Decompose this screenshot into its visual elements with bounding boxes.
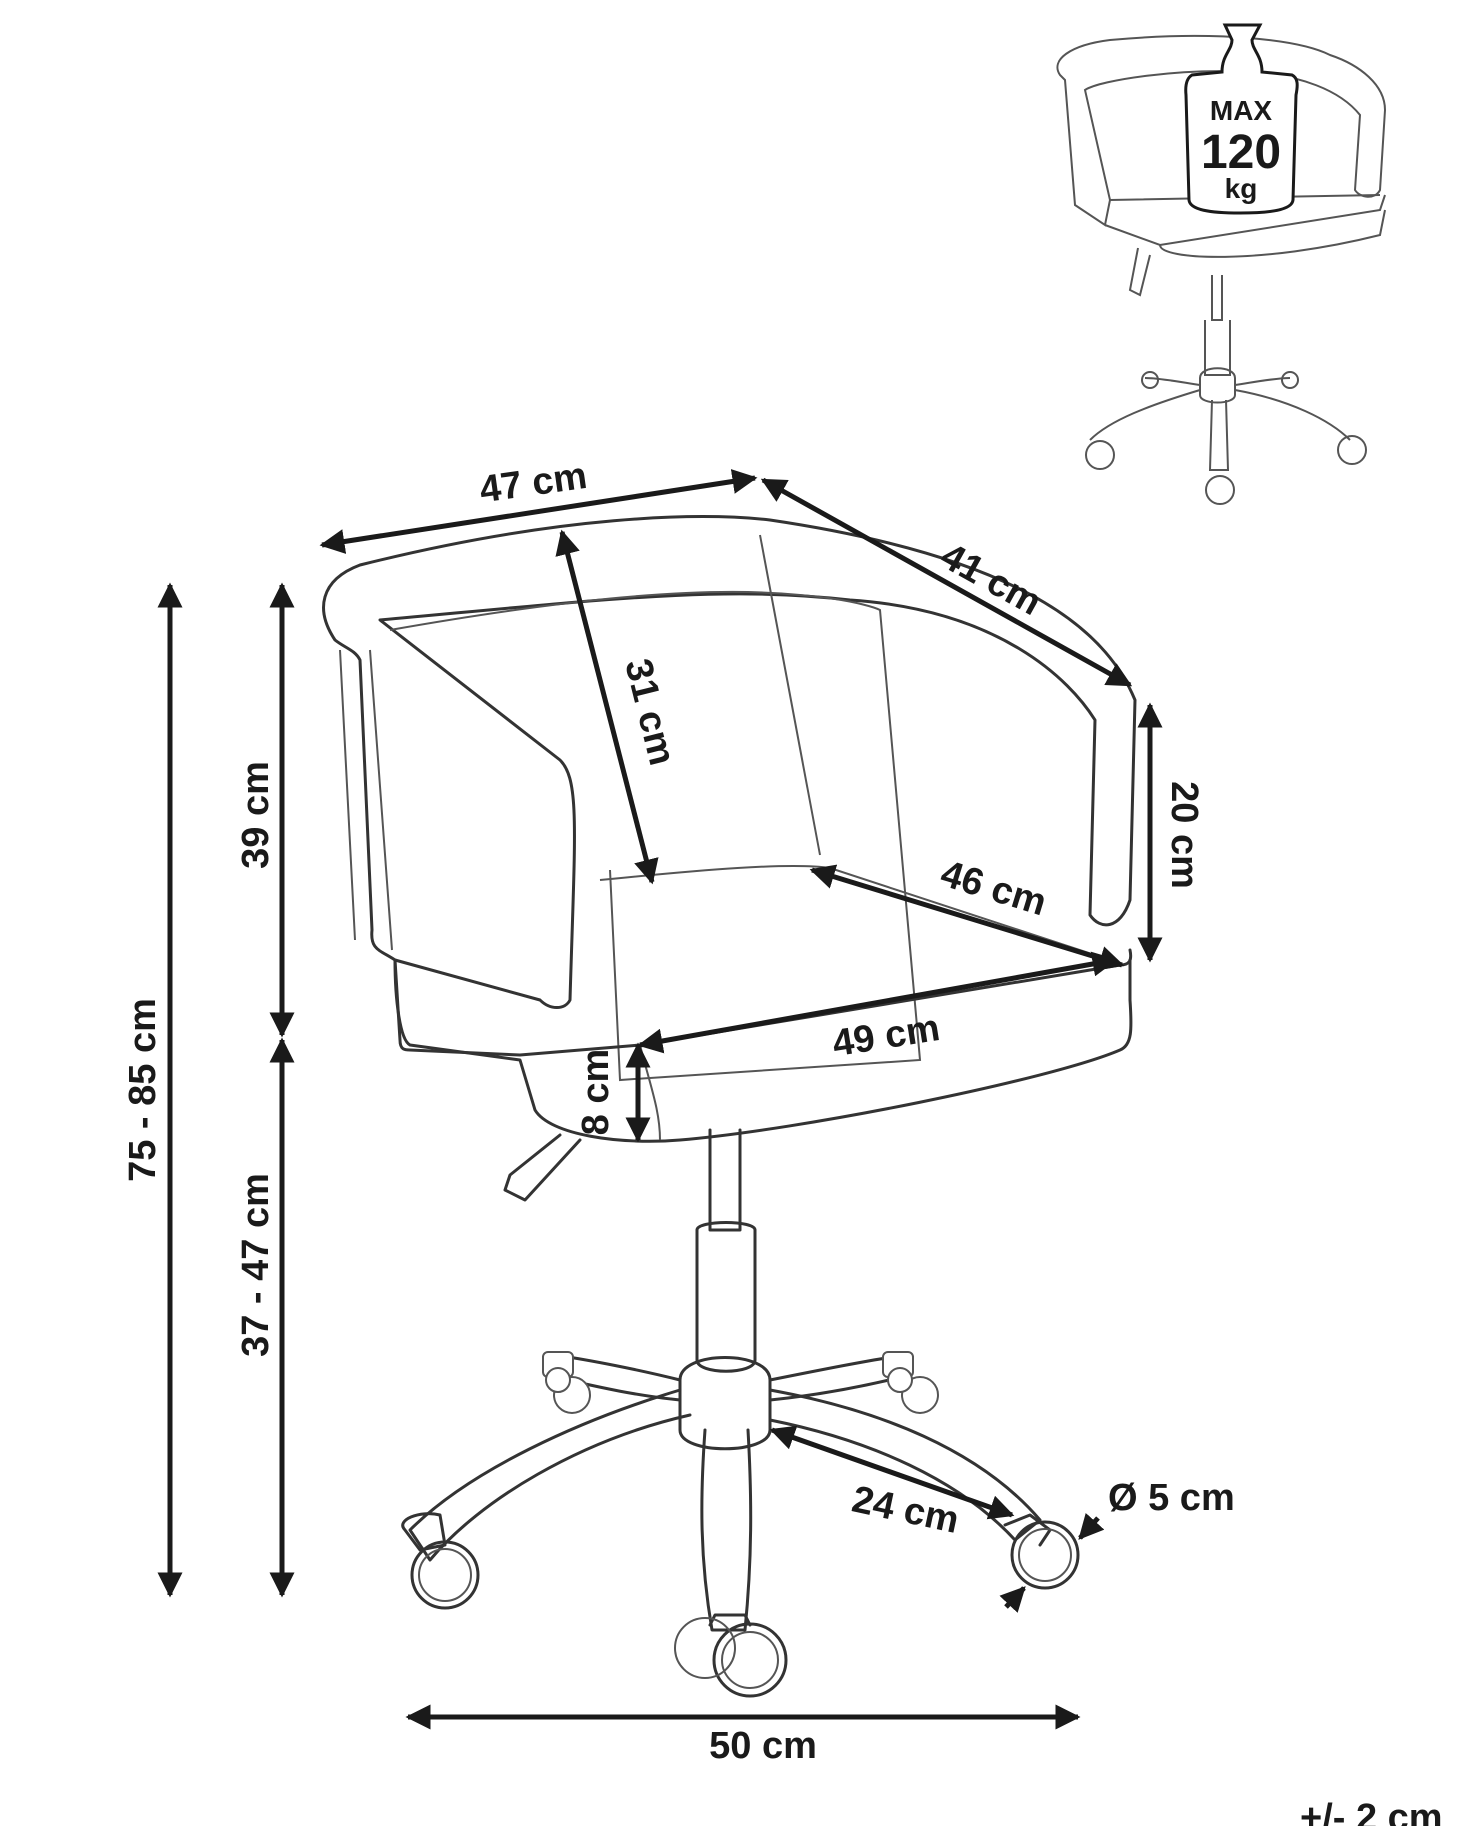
dim-line-seat-width xyxy=(637,951,1118,1054)
tolerance-note: +/- 2 cm xyxy=(1300,1797,1443,1826)
dim-label-total-height: 75 - 85 cm xyxy=(122,998,164,1182)
column-sleeve xyxy=(695,1221,757,1373)
chair-drawing xyxy=(322,515,1137,1698)
weight-value: 120 xyxy=(1201,126,1281,179)
dim-label-seat-height: 37 - 47 cm xyxy=(235,1173,277,1357)
dim-label-leg-length: 24 cm xyxy=(848,1479,962,1542)
dim-line-arm-depth xyxy=(760,477,1133,688)
caster-back-left xyxy=(542,1351,591,1414)
seat-cushion xyxy=(393,958,1133,1143)
dim-label-back-width: 47 cm xyxy=(477,455,590,512)
dim-label-arm-height: 20 cm xyxy=(1163,781,1205,889)
caster-left xyxy=(401,1512,480,1610)
dim-arrow-wheel-bottom xyxy=(999,1586,1026,1613)
caster-back-right xyxy=(882,1351,939,1414)
left-leg xyxy=(408,1388,692,1562)
reference-chair xyxy=(1056,34,1387,505)
dim-line-seat-depth xyxy=(809,864,1125,971)
dim-line-back-width xyxy=(319,469,758,554)
dim-line-back-height xyxy=(555,529,659,885)
weight-max-label: MAX xyxy=(1210,95,1273,126)
dim-label-back-height: 31 cm xyxy=(616,655,683,770)
dim-arrow-wheel-top xyxy=(1078,1512,1105,1540)
gas-column xyxy=(708,1128,742,1232)
caster-right xyxy=(1003,1513,1080,1590)
height-lever xyxy=(503,1133,582,1202)
dim-label-backrest-height: 39 cm xyxy=(235,761,277,869)
dim-label-seat-thickness: 8 cm xyxy=(575,1049,617,1136)
dim-label-seat-width: 49 cm xyxy=(830,1007,943,1065)
front-leg xyxy=(700,1428,753,1632)
weight-unit: kg xyxy=(1225,173,1258,204)
dim-line-leg-length xyxy=(769,1425,1015,1520)
caster-front xyxy=(674,1613,788,1698)
seat-front-edge xyxy=(639,1044,661,1141)
backrest-seam xyxy=(759,534,821,856)
left-arm xyxy=(339,649,393,951)
seat-top xyxy=(393,948,1133,1057)
dim-label-wheel-diameter: Ø 5 cm xyxy=(1108,1477,1235,1519)
weight-badge: MAX 120 kg xyxy=(1184,23,1299,215)
dim-label-arm-depth: 41 cm xyxy=(934,535,1049,624)
dim-label-base-width: 50 cm xyxy=(709,1725,817,1767)
base-hub xyxy=(678,1356,772,1451)
